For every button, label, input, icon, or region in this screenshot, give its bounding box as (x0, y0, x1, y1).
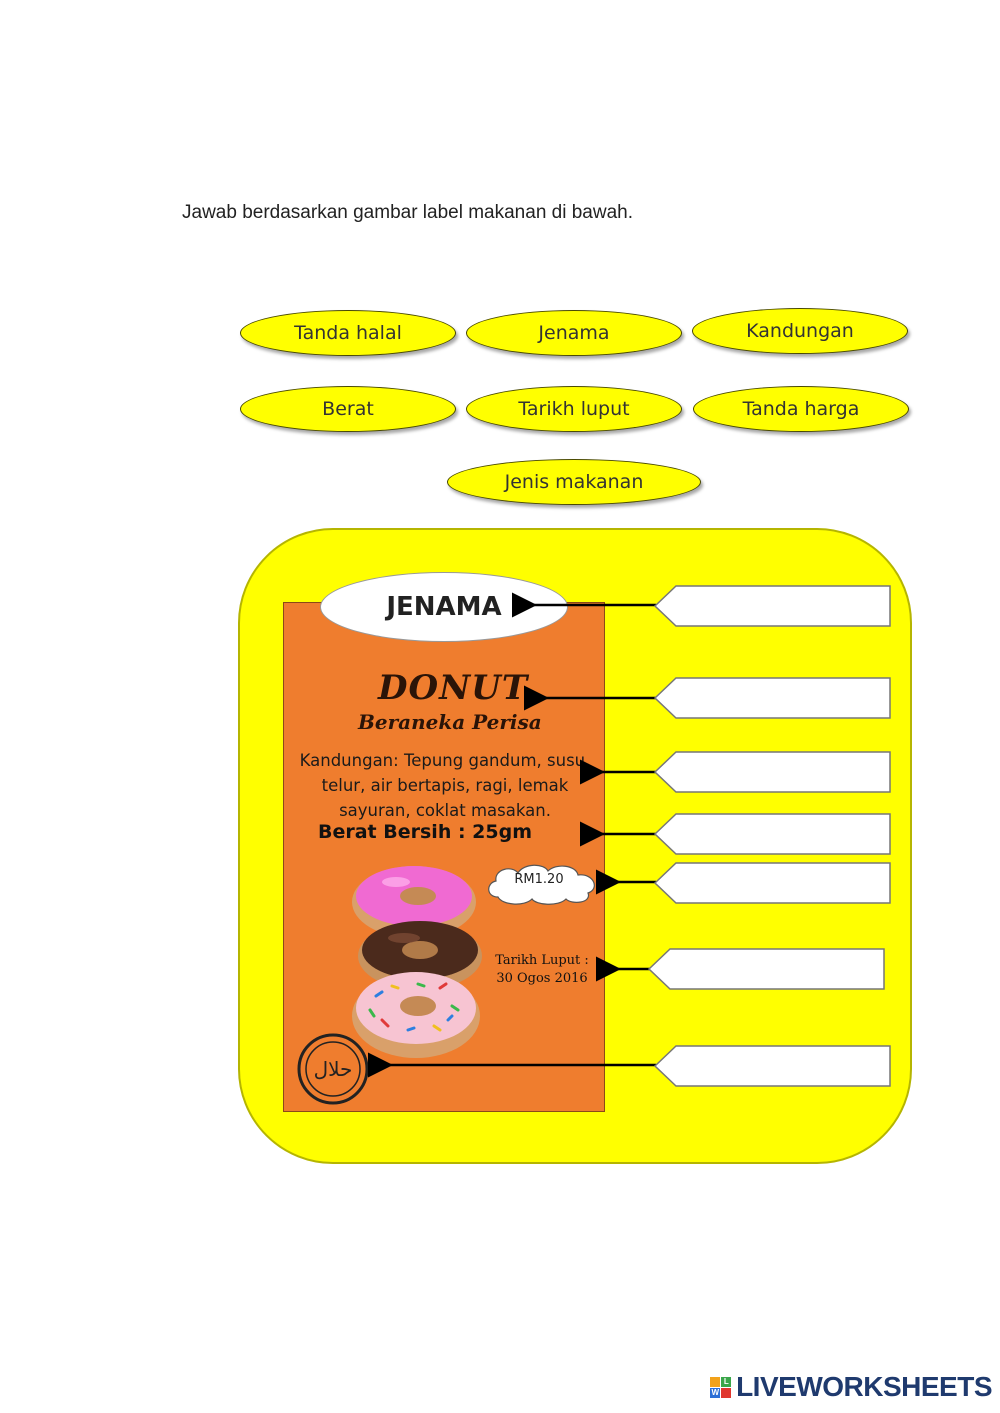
answer-box-7[interactable] (654, 1045, 892, 1087)
logo-letter-w: W (710, 1387, 721, 1398)
expiry-label: Tarikh Luput : (495, 953, 589, 968)
donuts-illustration (352, 866, 482, 1058)
answer-box-3[interactable] (654, 751, 892, 793)
answer-box-1[interactable] (654, 585, 892, 627)
price-cloud-icon (488, 864, 595, 905)
logo-letter-l: L (721, 1376, 732, 1387)
ingredients-text: Kandungan: Tepung gandum, susu, telur, a… (299, 751, 591, 820)
net-weight-text: Berat Bersih : 25gm (318, 821, 533, 843)
liveworksheets-logo-icon: L W (710, 1376, 732, 1398)
liveworksheets-logo: L W LIVEWORKSHEETS (710, 1371, 992, 1403)
halal-logo-icon: حلال (297, 1033, 369, 1105)
answer-option-tanda-halal[interactable]: Tanda halal (240, 310, 456, 356)
product-subtitle: Beraneka Perisa (358, 710, 542, 734)
instruction-text: Jawab berdasarkan gambar label makanan d… (182, 202, 633, 223)
answer-option-jenama[interactable]: Jenama (466, 310, 682, 356)
expiry-date: 30 Ogos 2016 (496, 971, 588, 986)
answer-option-kandungan[interactable]: Kandungan (692, 308, 908, 354)
liveworksheets-logo-text: LIVEWORKSHEETS (736, 1371, 992, 1402)
halal-text: حلال (314, 1057, 353, 1081)
answer-box-2[interactable] (654, 677, 892, 719)
answer-box-4[interactable] (654, 813, 892, 855)
answer-option-tanda-harga[interactable]: Tanda harga (693, 386, 909, 432)
answer-option-tarikh-luput[interactable]: Tarikh luput (466, 386, 682, 432)
answer-option-jenis-makanan[interactable]: Jenis makanan (447, 459, 701, 505)
price-tag-text: RM1.20 (514, 872, 564, 887)
expiry-date-text: Tarikh Luput : 30 Ogos 2016 (488, 952, 596, 988)
answer-box-6[interactable] (648, 948, 886, 990)
product-name: DONUT (378, 668, 529, 708)
answer-option-berat[interactable]: Berat (240, 386, 456, 432)
answer-box-5[interactable] (654, 862, 892, 904)
